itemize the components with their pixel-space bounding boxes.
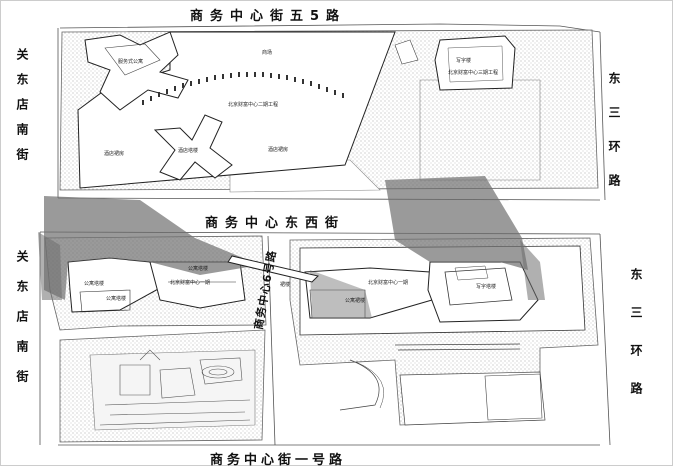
label-apartment-tower-2: 公寓塔楼 <box>84 281 105 287</box>
street-middle-label: 商务中心东西街 <box>205 216 346 231</box>
north-block <box>59 29 599 193</box>
street-left-upper-label: 关东店南街 <box>15 48 29 173</box>
label-podium: 裙楼 <box>280 282 291 288</box>
southwest-block <box>44 235 267 443</box>
label-apartment-tower-3: 公寓塔楼 <box>106 296 127 302</box>
label-mall: 商场 <box>262 50 273 56</box>
label-apartment-podium: 公寓裙楼 <box>345 298 366 304</box>
label-office-tower-ne: 写字楼 <box>456 58 472 64</box>
label-serviced-apartment: 服务式公寓 <box>118 59 144 65</box>
street-bottom-label: 商务中心街一号路 <box>210 453 347 466</box>
shadows <box>38 176 545 318</box>
street-right-lower-label: 东三环路 <box>629 268 643 420</box>
street-left-lower-label: 关东店南街 <box>15 250 29 400</box>
compound-detail <box>99 349 251 426</box>
street-right-upper-label: 东三环路 <box>607 72 621 208</box>
street-top-label: 商务中心街五5路 <box>190 9 347 24</box>
label-phase1-east: 北京财富中心一期 <box>368 280 409 286</box>
label-office-tower-se: 写字塔楼 <box>476 284 497 290</box>
label-phase3: 北京财富中心三期工程 <box>448 70 499 76</box>
label-hotel-tower: 酒店塔楼 <box>178 148 199 154</box>
label-hotel-podium-2: 酒店裙房 <box>268 147 289 153</box>
label-hotel-podium: 酒店裙房 <box>104 151 125 157</box>
label-apartment-tower: 公寓塔楼 <box>188 266 209 272</box>
label-phase1-west: 北京财富中心一期 <box>170 280 211 286</box>
southeast-block <box>289 237 599 426</box>
skybridge <box>227 255 319 283</box>
label-phase2: 北京财富中心二期工程 <box>228 102 279 108</box>
column-arc <box>142 72 344 105</box>
